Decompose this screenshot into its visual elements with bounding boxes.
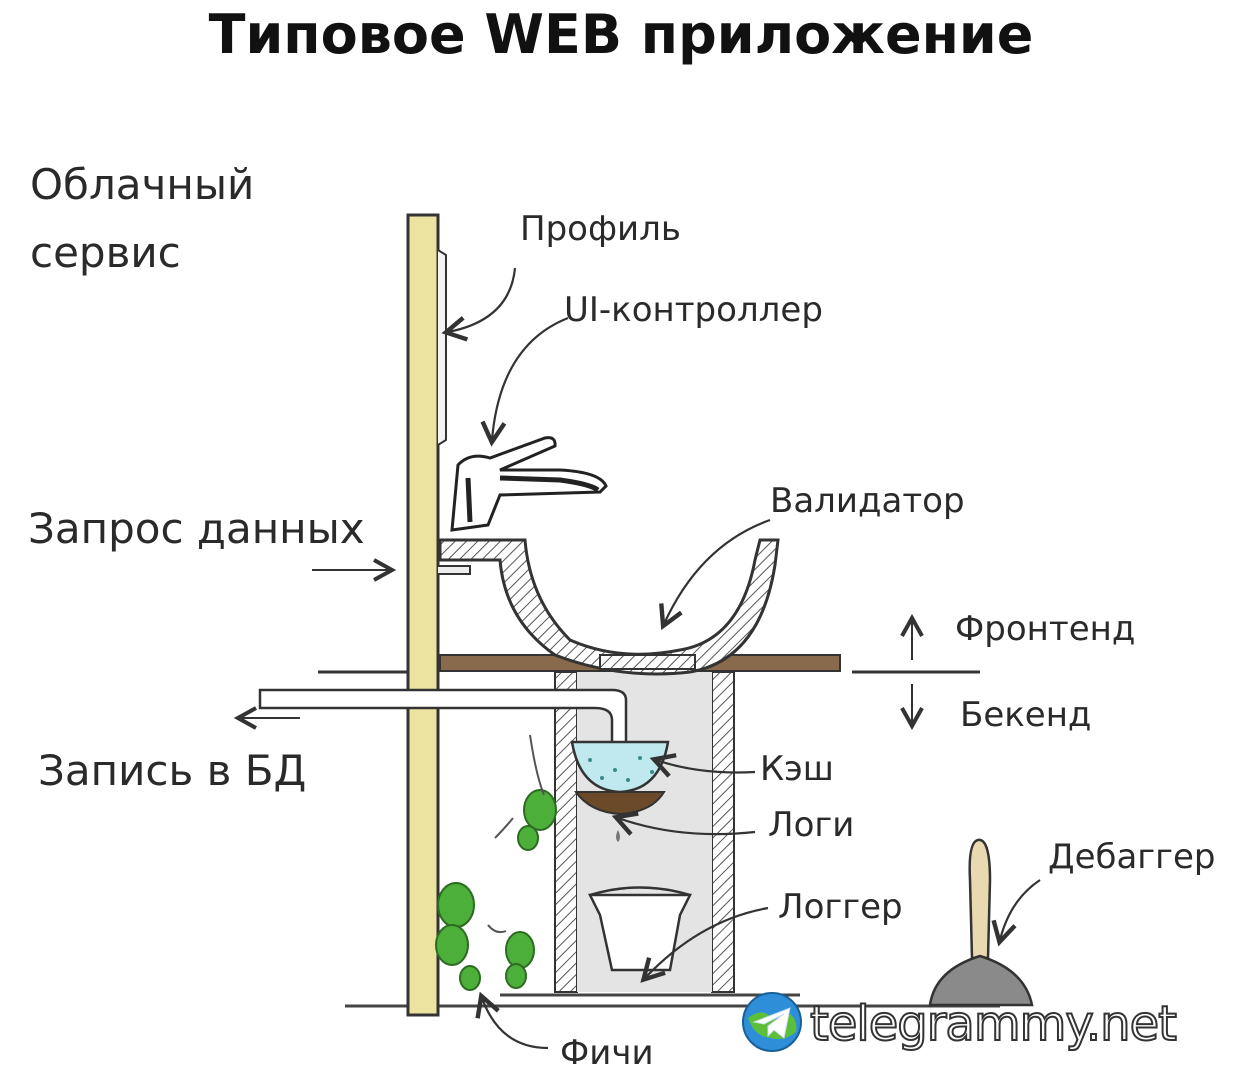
page-title: Типовое WEB приложение — [208, 3, 1034, 66]
label-db-write: Запись в БД — [38, 746, 307, 795]
floor — [345, 993, 1000, 1008]
cabinet-right-wall — [711, 671, 735, 993]
sink-bowl — [438, 538, 780, 676]
label-cache: Кэш — [760, 749, 834, 789]
label-cloud-service-line2: сервис — [30, 228, 181, 277]
label-logs: Логи — [768, 805, 855, 845]
label-features: Фичи — [560, 1033, 654, 1073]
faucet — [450, 436, 608, 532]
cabinet-left-wall — [554, 671, 578, 993]
label-data-request: Запрос данных — [28, 504, 365, 553]
label-validator: Валидатор — [770, 481, 965, 521]
label-backend: Бекенд — [960, 695, 1092, 735]
label-ui-controller: UI-контроллер — [564, 290, 823, 330]
label-logger: Логгер — [778, 887, 903, 927]
drain-grate — [599, 654, 696, 670]
watermark-text: telegrammy.net — [809, 995, 1178, 1053]
globe-telegram-icon — [742, 992, 802, 1052]
label-debugger: Дебаггер — [1048, 837, 1216, 877]
debugger-plunger — [968, 838, 992, 960]
label-frontend: Фронтенд — [955, 609, 1136, 649]
label-profile: Профиль — [520, 209, 681, 249]
watermark: telegrammy.net — [740, 990, 1230, 1056]
bugs — [435, 789, 557, 991]
wall — [406, 213, 440, 1017]
label-cloud-service-line1: Облачный — [30, 160, 255, 209]
